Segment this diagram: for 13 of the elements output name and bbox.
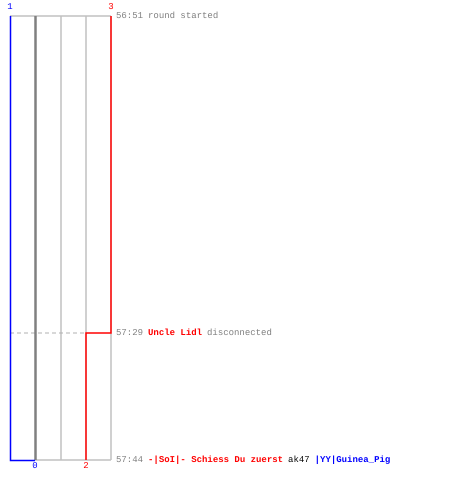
player-count-label: 1 [7, 2, 13, 12]
timestamp: 57:29 [116, 328, 144, 338]
player-count-label: 2 [83, 461, 89, 471]
weapon-name: ak47 [288, 455, 310, 465]
timestamp: 56:51 [116, 11, 144, 21]
player-count-label: 3 [108, 2, 114, 12]
player-name: Uncle Lidl [148, 328, 202, 338]
timestamp: 57:44 [116, 455, 144, 465]
event-text: round started [148, 11, 218, 21]
event-text: disconnected [207, 328, 272, 338]
player-count-label: 0 [32, 461, 38, 471]
player-name: |YY|Guinea_Pig [314, 455, 390, 465]
player-name: -|SoI|- Schiess Du zuerst [148, 455, 284, 465]
